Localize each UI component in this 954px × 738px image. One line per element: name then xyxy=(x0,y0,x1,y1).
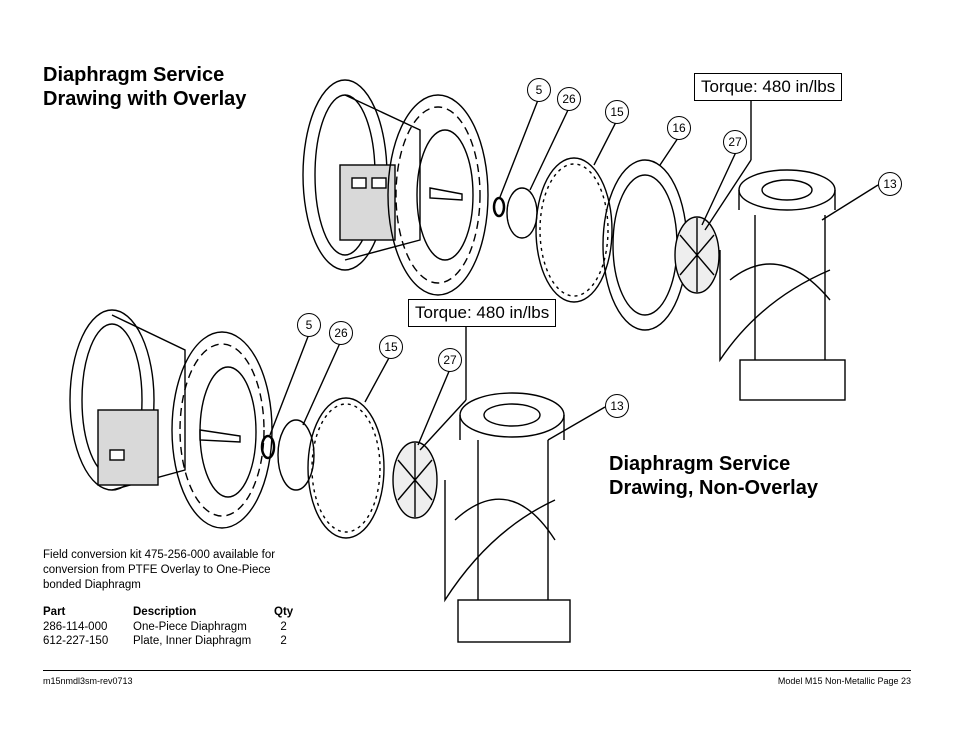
part-26-bottom xyxy=(277,419,315,491)
cell-part: 286-114-000 xyxy=(43,621,108,633)
heading-overlay: Diaphragm Service Drawing with Overlay xyxy=(43,63,246,111)
note-line3: bonded Diaphragm xyxy=(43,579,141,591)
callout-top-13: 13 xyxy=(878,172,902,196)
part-27-bottom xyxy=(392,441,438,519)
cell-part: 612-227-150 xyxy=(43,635,109,647)
cell-qty: 2 xyxy=(280,621,287,633)
callout-top-15: 15 xyxy=(605,100,629,124)
col-header-qty: Qty xyxy=(274,606,294,618)
callout-bottom-27: 27 xyxy=(438,348,462,372)
note-line2: conversion from PTFE Overlay to One-Piec… xyxy=(43,564,271,576)
cell-description: Plate, Inner Diaphragm xyxy=(133,635,252,647)
col-header-part: Part xyxy=(43,606,66,618)
part-15-top xyxy=(535,157,613,303)
part-16-top xyxy=(602,159,688,331)
torque-label-top: Torque: 480 in/lbs xyxy=(694,73,843,101)
part-13-top xyxy=(719,169,846,401)
part-13-bottom xyxy=(444,392,571,643)
callout-top-5: 5 xyxy=(527,78,551,102)
heading-nonoverlay-line2: Drawing, Non-Overlay xyxy=(609,477,818,499)
part-27-top xyxy=(674,216,720,294)
table-row: 612-227-150 Plate, Inner Diaphragm 2 xyxy=(43,634,293,648)
callout-top-27: 27 xyxy=(723,130,747,154)
parts-table-header: Part Description Qty xyxy=(43,606,293,620)
torque-label-bottom: Torque: 480 in/lbs xyxy=(408,299,557,327)
cell-qty: 2 xyxy=(280,635,287,647)
note-line1: Field conversion kit 475-256-000 availab… xyxy=(43,549,276,561)
cell-description: One-Piece Diaphragm xyxy=(133,621,247,633)
bottom-center-section-drawing xyxy=(69,309,273,529)
footer-page-label: Model M15 Non-Metallic Page 23 xyxy=(777,676,911,686)
footer-doc-id: m15nmdl3sm-rev0713 xyxy=(43,676,133,686)
heading-nonoverlay-line1: Diaphragm Service xyxy=(609,453,791,475)
heading-overlay-line2: Drawing with Overlay xyxy=(43,88,247,110)
callout-bottom-15: 15 xyxy=(379,335,403,359)
table-row: 286-114-000 One-Piece Diaphragm 2 xyxy=(43,620,293,634)
heading-overlay-line1: Diaphragm Service xyxy=(43,64,225,86)
callout-top-26: 26 xyxy=(557,87,581,111)
callout-bottom-5: 5 xyxy=(297,313,321,337)
part-26-top xyxy=(506,187,538,239)
heading-nonoverlay: Diaphragm Service Drawing, Non-Overlay xyxy=(609,452,818,500)
callout-bottom-13: 13 xyxy=(605,394,629,418)
part-15-bottom xyxy=(307,397,385,539)
col-header-description: Description xyxy=(133,606,197,618)
parts-table: Part Description Qty 286-114-000 One-Pie… xyxy=(43,606,293,648)
part-5-bottom xyxy=(260,434,276,460)
top-center-section-drawing xyxy=(302,79,489,296)
part-5-top xyxy=(492,196,506,218)
callout-bottom-26: 26 xyxy=(329,321,353,345)
conversion-note: Field conversion kit 475-256-000 availab… xyxy=(43,548,275,593)
callout-top-16: 16 xyxy=(667,116,691,140)
footer-rule xyxy=(43,670,911,671)
